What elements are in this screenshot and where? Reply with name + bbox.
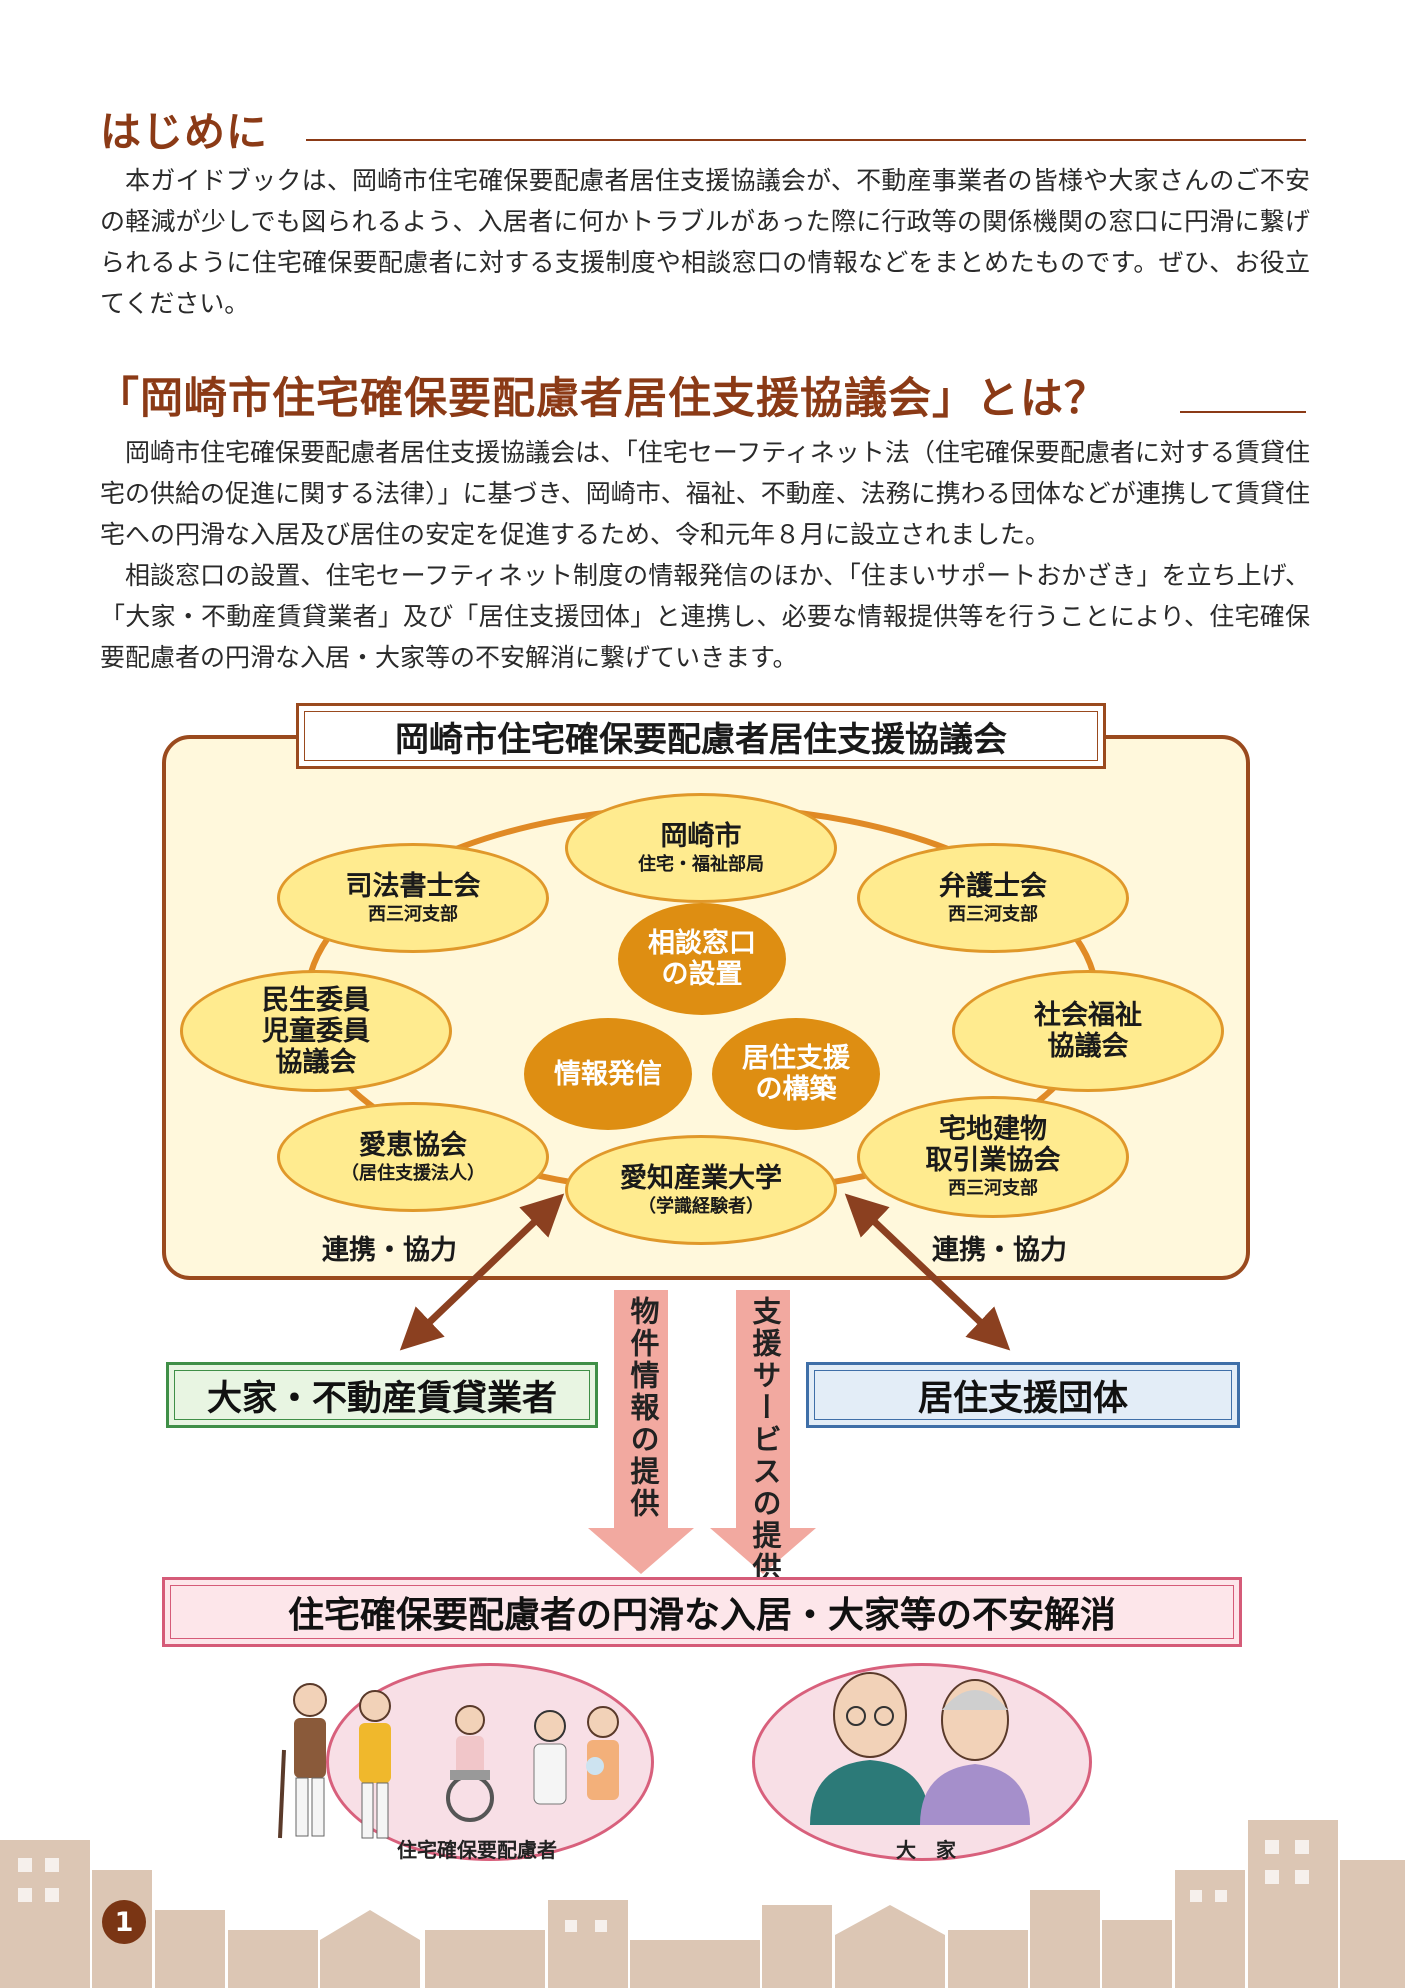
- about-paragraph-2: 相談窓口の設置、住宅セーフティネット制度の情報発信のほか、「住まいサポートおかざ…: [100, 561, 1310, 672]
- elderly-man-figure: [278, 1683, 327, 1839]
- org-social-welfare-council: 社会福祉 協議会: [952, 970, 1224, 1092]
- org-shakai-name: 社会福祉 協議会: [1034, 1000, 1142, 1062]
- org-shiho-name: 司法書士会: [345, 870, 481, 902]
- support-service-text: 支援サービスの提供: [748, 1296, 782, 1584]
- coop-arrow-left: [399, 1193, 565, 1351]
- org-welfare-commissioners: 民生委員 児童委員 協議会: [180, 970, 452, 1092]
- intro-paragraph: 本ガイドブックは、岡崎市住宅確保要配慮者居住支援協議会が、不動産事業者の皆様や大…: [100, 160, 1310, 324]
- about-paragraph-1: 岡崎市住宅確保要配慮者居住支援協議会は、「住宅セーフティネット法（住宅確保要配慮…: [100, 438, 1311, 549]
- landlord-woman-figure: [920, 1679, 1030, 1825]
- housing-support-groups-box: 居住支援団体: [806, 1362, 1240, 1428]
- landlords-illustration: [810, 1672, 1030, 1825]
- about-heading: 「岡崎市住宅確保要配慮者居住支援協議会」とは？: [96, 374, 1108, 424]
- mother-with-baby-figure: [586, 1706, 619, 1800]
- coop-arrow-right: [844, 1193, 1011, 1351]
- org-aichi-name: 愛知産業大学: [620, 1162, 782, 1194]
- function-housing-support: 居住支援 の構築: [712, 1018, 880, 1130]
- org-okazaki-dept: 住宅・福祉部局: [638, 853, 764, 875]
- org-aikei-name: 愛恵協会: [359, 1129, 467, 1161]
- residents-illustration: [278, 1683, 619, 1839]
- young-man-figure: [533, 1710, 567, 1805]
- function-info-dissemination: 情報発信: [524, 1018, 692, 1130]
- org-takuchi-name: 宅地建物 取引業協会: [925, 1114, 1061, 1176]
- city-skyline: [0, 1820, 1405, 1988]
- org-okazaki-name: 岡崎市: [660, 820, 742, 852]
- intro-heading: はじめに: [100, 108, 268, 156]
- property-info-arrow: [588, 1290, 694, 1574]
- org-judicial-scriveners: 司法書士会 西三河支部: [277, 843, 549, 953]
- org-bengoshi-branch: 西三河支部: [948, 903, 1038, 925]
- landlord-man-figure: [810, 1672, 930, 1825]
- support-service-arrow: [710, 1290, 816, 1574]
- landlords-oval: [752, 1663, 1092, 1861]
- org-bengoshi-name: 弁護士会: [939, 870, 1047, 902]
- council-title: 岡崎市住宅確保要配慮者居住支援協議会: [296, 703, 1106, 769]
- result-banner: 住宅確保要配慮者の円滑な入居・大家等の不安解消: [162, 1577, 1242, 1647]
- intro-heading-rule: [306, 139, 1306, 141]
- about-heading-rule: [1180, 411, 1306, 413]
- org-okazaki-city: 岡崎市 住宅・福祉部局: [565, 793, 837, 903]
- org-bar-association: 弁護士会 西三河支部: [857, 843, 1129, 953]
- org-aikei-note: （居住支援法人）: [341, 1162, 485, 1184]
- landlord-realestate-box: 大家・不動産賃貸業者: [166, 1362, 598, 1428]
- org-aichi-sangyo-university: 愛知産業大学 （学識経験者）: [565, 1135, 837, 1245]
- function-consultation-desk: 相談窓口 の設置: [618, 903, 786, 1015]
- org-aichi-note: （学識経験者）: [638, 1195, 764, 1217]
- vulnerable-residents-label: 住宅確保要配慮者: [397, 1838, 557, 1862]
- wheelchair-user-figure: [446, 1705, 494, 1822]
- landlords-label: 大 家: [896, 1838, 956, 1862]
- about-paragraphs: 岡崎市住宅確保要配慮者居住支援協議会は、「住宅セーフティネット法（住宅確保要配慮…: [100, 432, 1310, 678]
- property-info-text: 物件情報の提供: [626, 1296, 660, 1520]
- page-number: 1: [102, 1900, 146, 1944]
- org-shiho-branch: 西三河支部: [368, 903, 458, 925]
- elderly-woman-figure: [359, 1690, 391, 1839]
- intro-body-text: 本ガイドブックは、岡崎市住宅確保要配慮者居住支援協議会が、不動産事業者の皆様や大…: [100, 166, 1310, 318]
- org-minsei-name: 民生委員 児童委員 協議会: [262, 984, 370, 1078]
